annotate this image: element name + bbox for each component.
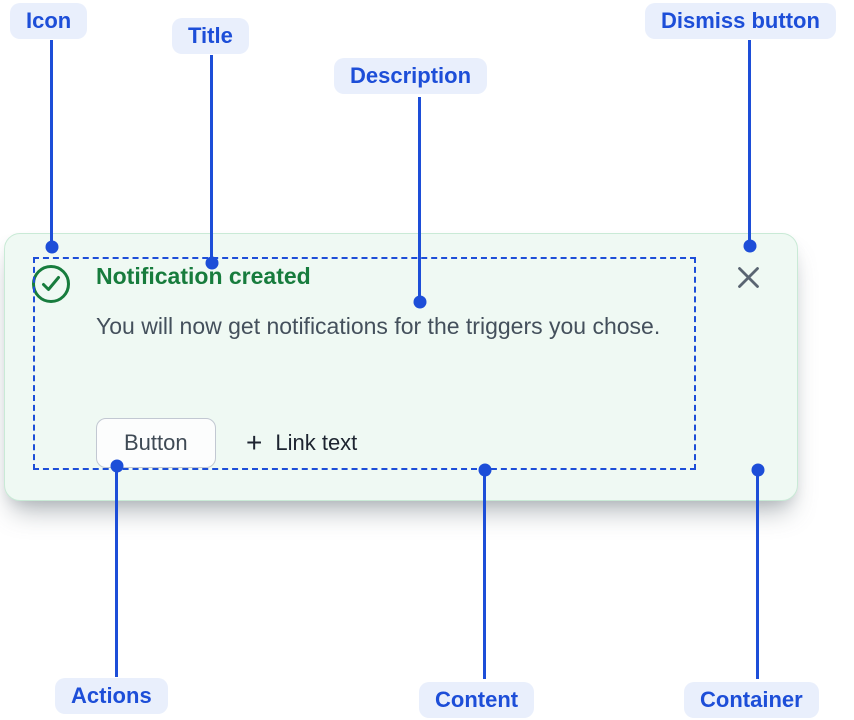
annotation-dot-content [478, 463, 491, 477]
link-text-label: Link text [275, 430, 358, 455]
annotation-label-content: Content [419, 682, 535, 718]
annotation-line-description [418, 97, 421, 296]
notification-link-action[interactable]: + Link text [246, 418, 357, 468]
annotation-label-actions: Actions [55, 678, 168, 714]
dismiss-button[interactable] [733, 262, 763, 292]
annotation-label-description: Description [334, 58, 488, 94]
annotation-line-dismiss [748, 40, 751, 240]
annotation-line-icon [50, 40, 53, 241]
annotation-label-dismiss: Dismiss button [645, 3, 836, 39]
annotation-dot-icon [45, 240, 58, 254]
annotation-dot-actions [110, 459, 123, 473]
annotation-label-container: Container [684, 682, 819, 718]
action-button-label: Button [124, 430, 188, 455]
annotation-dot-dismiss [743, 239, 756, 253]
annotation-dot-description [413, 295, 426, 309]
annotation-dot-container [751, 463, 764, 477]
notification-title: Notification created [96, 263, 311, 289]
annotation-line-title [210, 55, 213, 257]
close-icon [737, 266, 759, 288]
notification-description: You will now get notifications for the t… [96, 313, 661, 339]
annotation-line-container [756, 470, 759, 679]
annotation-line-actions [115, 466, 118, 677]
success-check-icon [32, 265, 70, 303]
annotation-line-content [483, 470, 486, 679]
annotation-dot-title [205, 256, 218, 270]
annotation-label-icon: Icon [10, 3, 88, 39]
plus-icon: + [246, 427, 263, 458]
annotation-label-title: Title [172, 18, 249, 54]
